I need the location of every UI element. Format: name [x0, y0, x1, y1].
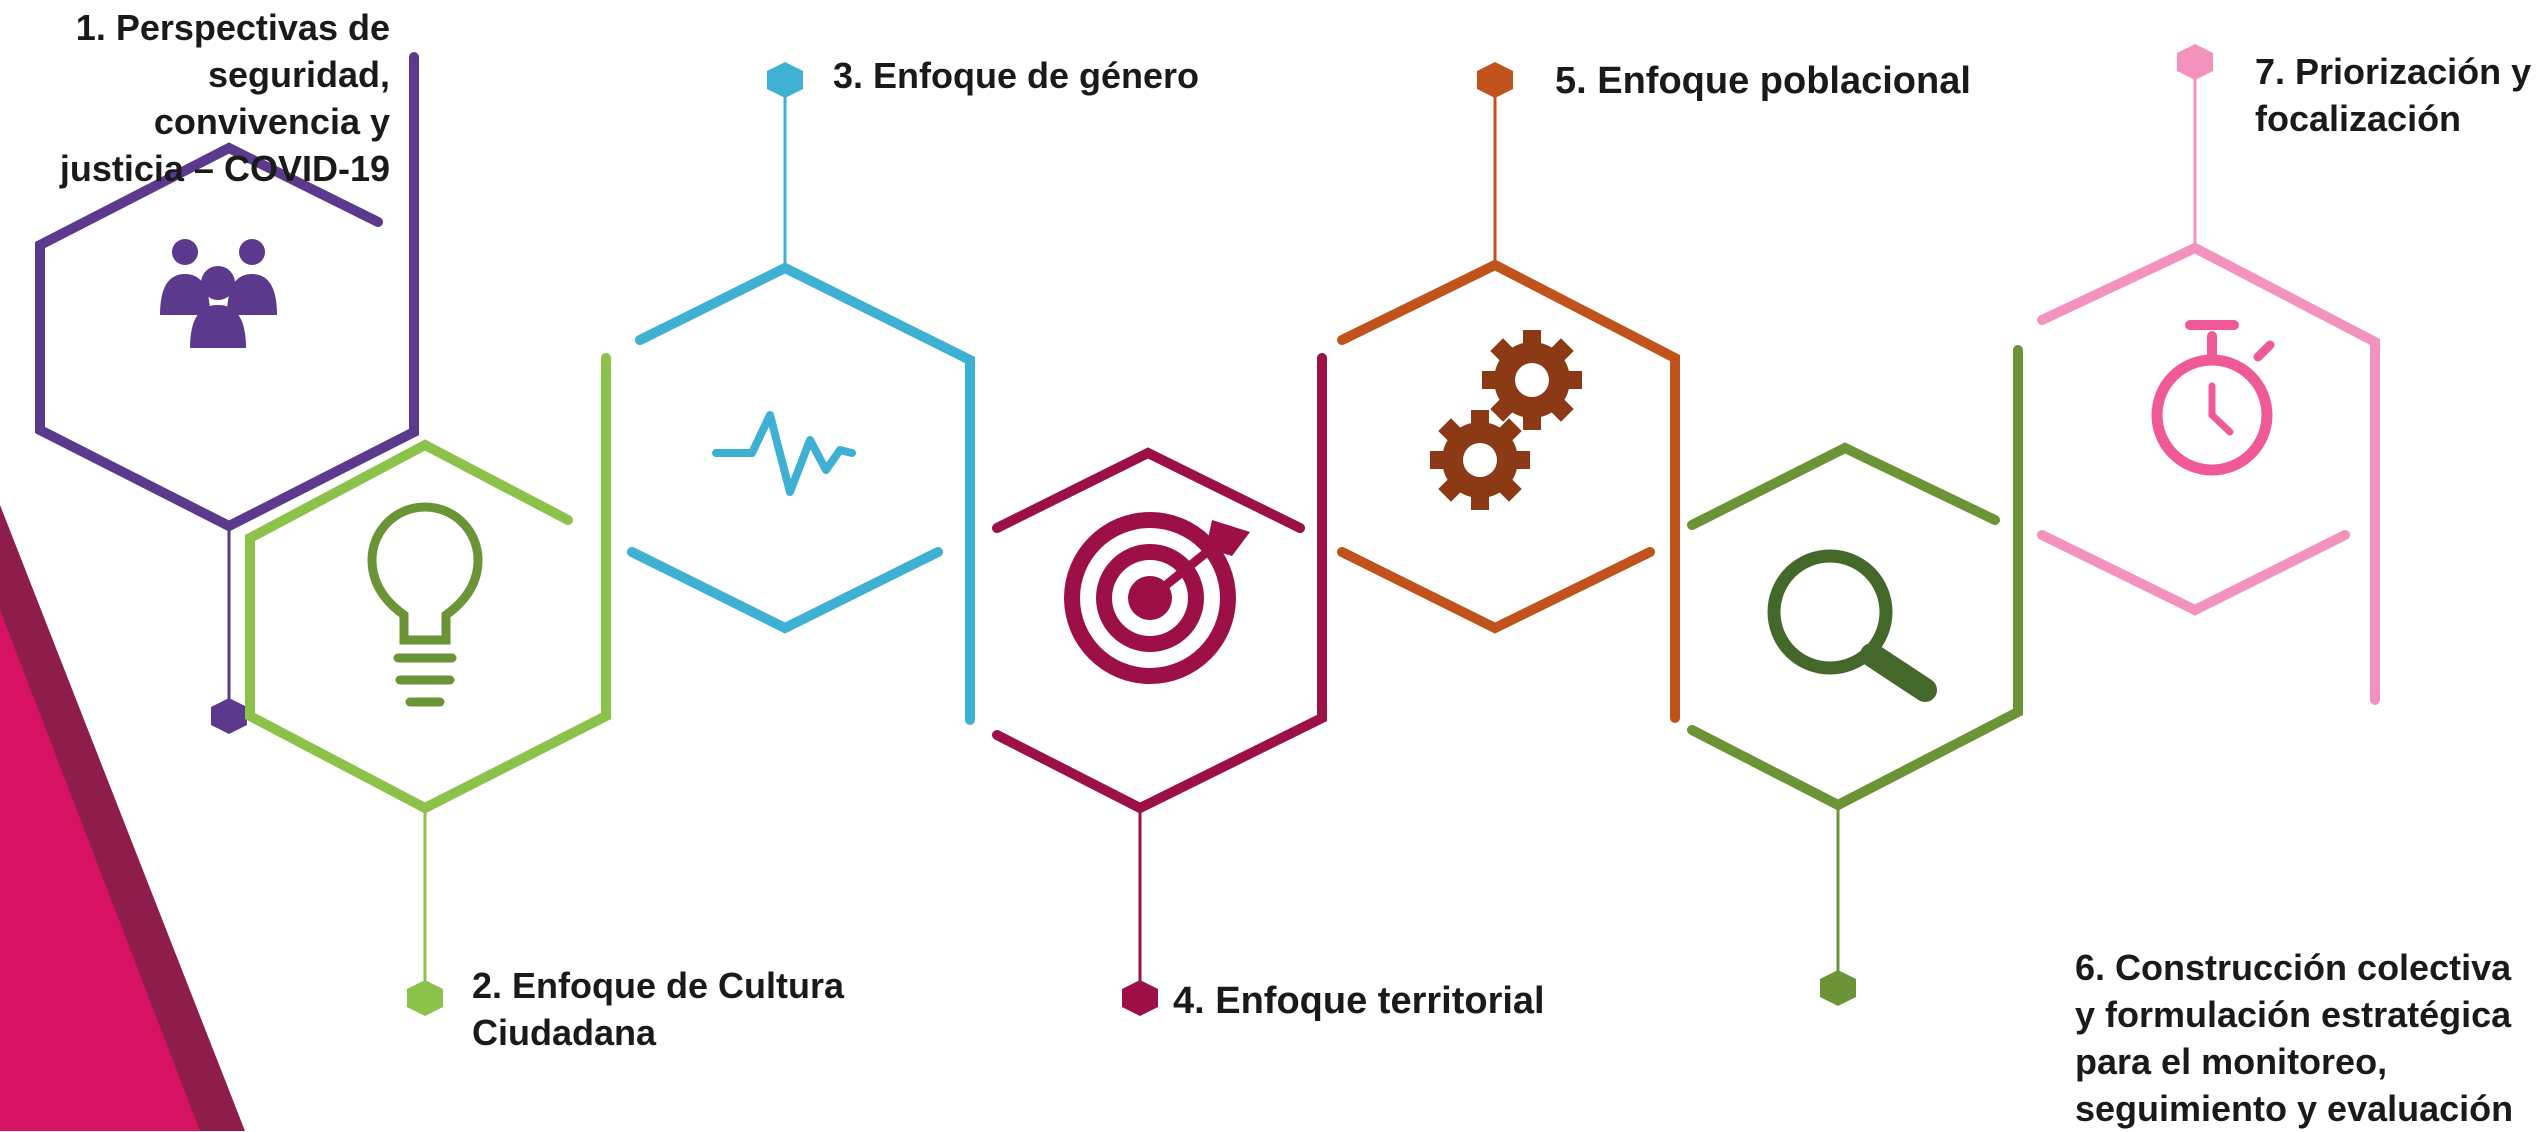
step-5-label: 5. Enfoque poblacional — [1555, 60, 1971, 102]
step-3-hexagon — [627, 78, 975, 725]
step-3-label: 3. Enfoque de género — [833, 55, 1200, 96]
step-1-hexagon — [35, 52, 419, 704]
magnifier-icon — [1767, 549, 1937, 702]
stopwatch-icon — [2151, 320, 2275, 476]
step-5-connector-node — [1477, 62, 1513, 98]
step-4-label: 4. Enfoque territorial — [1173, 980, 1545, 1022]
step-2-connector-node — [407, 980, 443, 1016]
step-7-connector-node — [2177, 44, 2213, 80]
gears-icon — [1430, 330, 1582, 510]
step-6-hexagon — [1687, 345, 2023, 982]
lightbulb-icon — [367, 502, 483, 707]
target-icon — [1064, 512, 1250, 684]
step-4-connector-node — [1122, 980, 1158, 1016]
step-2-label: 2. Enfoque de Cultura Ciudadana — [472, 965, 845, 1053]
step-7-label: 7. Priorización y focalización — [2255, 51, 2532, 139]
step-7-hexagon — [2037, 78, 2380, 705]
left-magenta-stripe — [0, 610, 200, 1131]
heartbeat-icon — [712, 411, 856, 496]
people-icon — [160, 239, 277, 348]
step-2-hexagon — [245, 353, 611, 982]
step-1-connector-node — [211, 698, 247, 734]
step-6-connector-node — [1820, 970, 1856, 1006]
step-4-hexagon — [992, 353, 1327, 982]
step-1-label: 1. Perspectivas de seguridad, convivenci… — [59, 7, 390, 189]
step-5-hexagon — [1337, 93, 1680, 723]
step-3-connector-node — [767, 62, 803, 98]
step-6-label: 6. Construcción colectiva y formulación … — [2075, 947, 2514, 1129]
